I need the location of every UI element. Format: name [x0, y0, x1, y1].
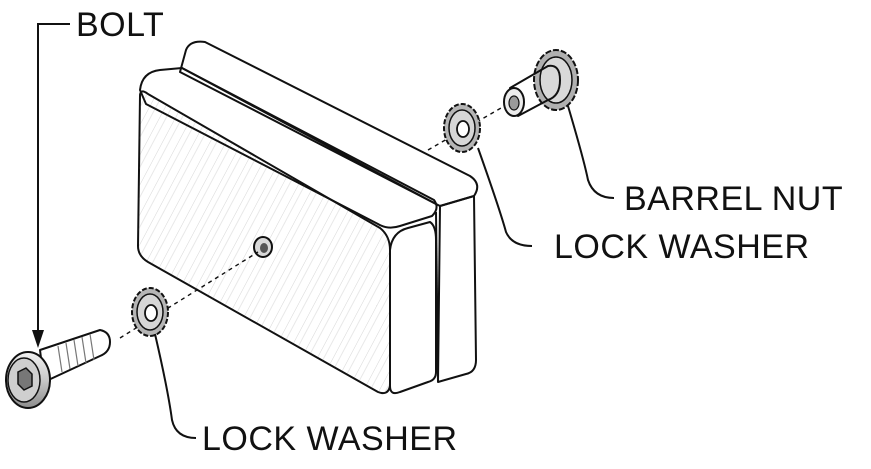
- lock-washer-upper-part: [443, 103, 481, 153]
- label-barrel-nut: BARREL NUT: [624, 180, 843, 218]
- bolt-leader-arrow: [32, 330, 44, 348]
- hex-socket: [17, 367, 33, 391]
- barrel-nut-leader: [567, 105, 615, 199]
- bolt-shank: [39, 329, 111, 383]
- barrel-nut-part: [503, 49, 579, 117]
- bolt-leader: [37, 23, 70, 336]
- label-bolt: BOLT: [76, 6, 164, 44]
- lock-washer-upper-leader: [477, 147, 533, 247]
- lock-washer-lower-part: [131, 287, 169, 337]
- lock-washer-lower-leader: [154, 333, 197, 439]
- back-board-side: [437, 195, 477, 383]
- wood-block: [137, 40, 479, 395]
- label-lock-washer-lower: LOCK WASHER: [202, 420, 458, 458]
- bolt-part: [5, 329, 111, 409]
- front-board-top: [139, 67, 438, 229]
- front-board-side: [389, 221, 437, 395]
- label-lock-washer-upper: LOCK WASHER: [554, 228, 810, 266]
- barrel-nut-body: [509, 64, 561, 117]
